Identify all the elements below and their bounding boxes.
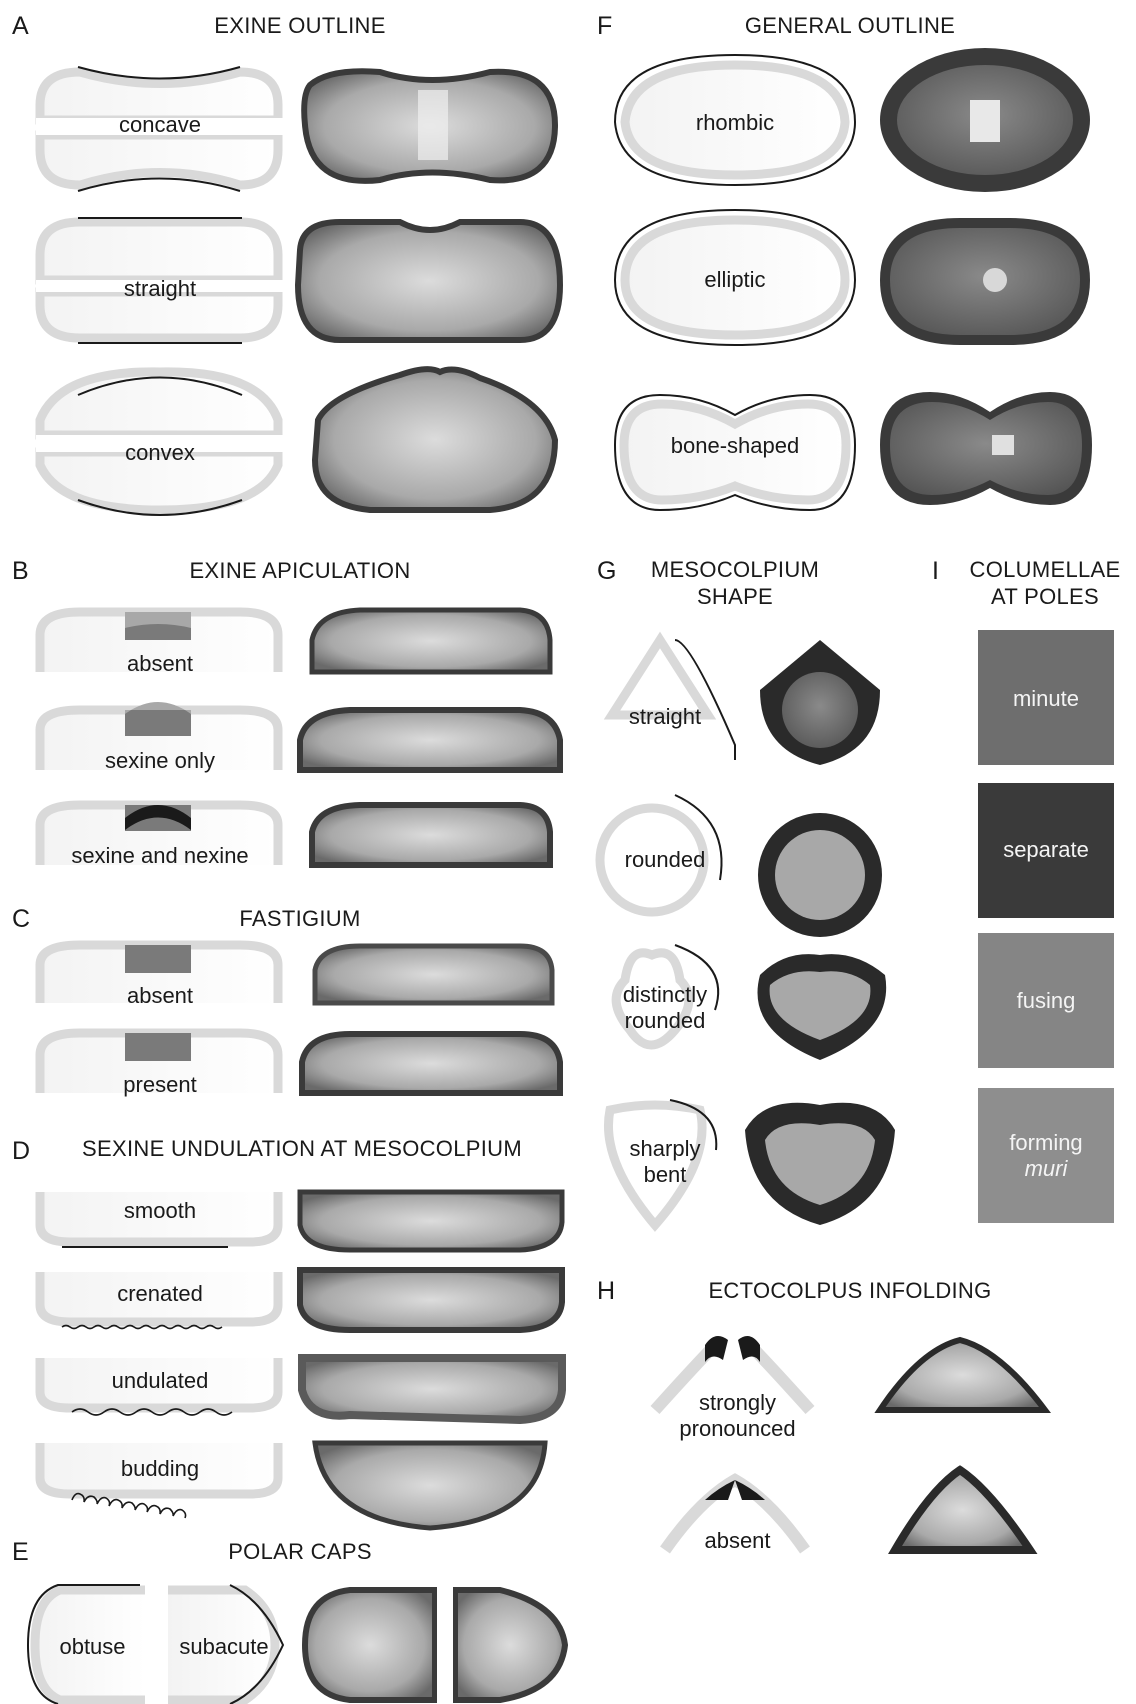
panel-c-photos	[302, 946, 560, 1093]
label-strongly-pronounced: strongly pronounced	[655, 1390, 820, 1442]
panel-c-schematics	[40, 945, 278, 1093]
panel-letter-h: H	[597, 1277, 615, 1306]
label-sexine-only: sexine only	[60, 748, 260, 774]
panel-title-b: EXINE APICULATION	[150, 557, 450, 584]
panel-b-schematics	[40, 612, 278, 865]
panel-title-g: MESOCOLPIUM SHAPE	[630, 556, 840, 610]
label-separate: separate	[978, 837, 1114, 863]
label-muri: muri	[1025, 1156, 1068, 1181]
label-forming: forming	[978, 1130, 1114, 1156]
panel-letter-d: D	[12, 1137, 30, 1166]
panel-title-a: EXINE OUTLINE	[180, 12, 420, 39]
label-subacute: subacute	[168, 1634, 280, 1660]
label-sharply-bent: sharply bent	[600, 1136, 730, 1188]
panel-d-photos	[300, 1192, 562, 1528]
label-mesocolpium-rounded: rounded	[600, 847, 730, 873]
label-fusing: fusing	[978, 988, 1114, 1014]
panel-title-c: FASTIGIUM	[180, 905, 420, 932]
panel-title-d: SEXINE UNDULATION AT MESOCOLPIUM	[52, 1135, 552, 1162]
label-bone-shaped: bone-shaped	[635, 433, 835, 459]
panel-g-photos	[745, 640, 895, 1225]
panel-h-photos	[880, 1340, 1045, 1550]
panel-letter-b: B	[12, 557, 29, 586]
panel-letter-f: F	[597, 12, 612, 41]
panel-e-photos	[305, 1584, 565, 1704]
label-smooth: smooth	[60, 1198, 260, 1224]
label-ectocolpus-absent: absent	[655, 1528, 820, 1554]
panel-title-e: POLAR CAPS	[180, 1538, 420, 1565]
panel-h-schematics	[655, 1336, 810, 1550]
label-distinctly-rounded: distinctly rounded	[600, 982, 730, 1034]
label-rhombic: rhombic	[635, 110, 835, 136]
label-fastigium-absent: absent	[60, 983, 260, 1009]
label-minute: minute	[978, 686, 1114, 712]
photo-convex	[315, 369, 555, 510]
panel-title-i: COLUMELLAE AT POLES	[950, 556, 1136, 610]
label-undulated: undulated	[60, 1368, 260, 1394]
photo-straight	[298, 222, 560, 340]
panel-a-photos	[298, 71, 560, 510]
label-crenated: crenated	[60, 1281, 260, 1307]
label-mesocolpium-straight: straight	[600, 704, 730, 730]
label-budding: budding	[60, 1456, 260, 1482]
label-apiculation-absent: absent	[60, 651, 260, 677]
label-concave: concave	[60, 112, 260, 138]
panel-letter-e: E	[12, 1538, 29, 1567]
panel-letter-i: I	[932, 557, 939, 586]
panel-letter-a: A	[12, 12, 29, 41]
panel-title-f: GENERAL OUTLINE	[710, 12, 990, 39]
panel-b-photos	[300, 610, 560, 865]
label-elliptic: elliptic	[635, 267, 835, 293]
label-convex: convex	[60, 440, 260, 466]
panel-title-h: ECTOCOLPUS INFOLDING	[680, 1277, 1020, 1304]
panel-f-photos	[880, 48, 1092, 505]
panel-letter-g: G	[597, 557, 616, 586]
label-sexine-and-nexine: sexine and nexine	[40, 843, 280, 869]
label-fastigium-present: present	[60, 1072, 260, 1098]
panel-letter-c: C	[12, 905, 30, 934]
label-obtuse: obtuse	[40, 1634, 145, 1660]
label-straight: straight	[60, 276, 260, 302]
